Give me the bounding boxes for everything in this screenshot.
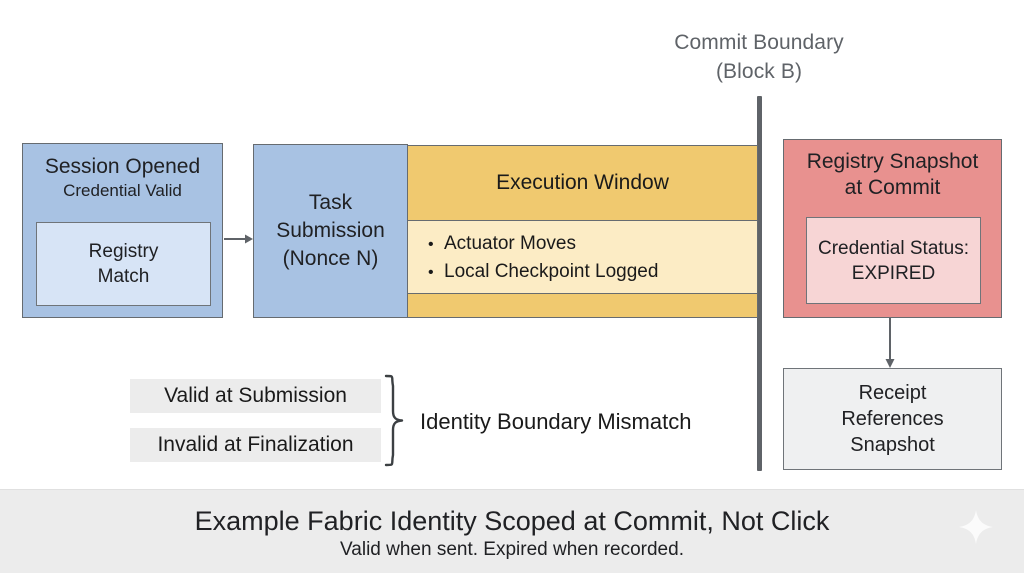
bullet-dot-icon: • bbox=[428, 236, 434, 253]
bullet-dot-icon: • bbox=[428, 264, 434, 281]
curly-brace-icon bbox=[384, 374, 404, 467]
receipt-line2: References bbox=[841, 408, 944, 430]
session-opened-title: Session Opened bbox=[44, 155, 201, 178]
execution-bullet-item: • Actuator Moves bbox=[428, 230, 757, 258]
receipt-line1: Receipt bbox=[858, 382, 927, 404]
execution-window-title: Execution Window bbox=[496, 171, 669, 194]
registry-snapshot-box: Registry Snapshot at Commit Credential S… bbox=[783, 139, 1002, 318]
registry-snapshot-title-line2: at Commit bbox=[844, 176, 941, 199]
commit-boundary-label-line2: (Block B) bbox=[715, 60, 803, 83]
execution-window-details: • Actuator Moves • Local Checkpoint Logg… bbox=[408, 220, 757, 294]
banner-title: Example Fabric Identity Scoped at Commit… bbox=[194, 506, 830, 536]
receipt-references-snapshot-box: Receipt References Snapshot bbox=[783, 368, 1002, 470]
registry-match-line2: Match bbox=[97, 266, 150, 287]
execution-window-box: Execution Window • Actuator Moves • Loca… bbox=[407, 145, 758, 318]
credential-status-label: Credential Status: bbox=[817, 237, 970, 259]
commit-boundary-label-line1: Commit Boundary bbox=[674, 31, 844, 54]
registry-snapshot-title-line1: Registry Snapshot bbox=[806, 150, 979, 173]
chip-valid-at-submission: Valid at Submission bbox=[130, 379, 381, 413]
session-opened-subtitle: Credential Valid bbox=[63, 181, 182, 200]
banner-subtitle: Valid when sent. Expired when recorded. bbox=[340, 539, 684, 560]
chip-invalid-at-finalization: Invalid at Finalization bbox=[130, 428, 381, 462]
task-submission-text: Task Submission (Nonce N) bbox=[276, 191, 385, 270]
credential-status-value: EXPIRED bbox=[851, 262, 936, 284]
sparkle-icon bbox=[959, 510, 993, 544]
execution-bullet-label: Local Checkpoint Logged bbox=[444, 261, 659, 282]
task-submission-box: Task Submission (Nonce N) bbox=[253, 144, 408, 318]
receipt-line3: Snapshot bbox=[850, 434, 935, 456]
identity-boundary-mismatch-label: Identity Boundary Mismatch bbox=[420, 409, 692, 434]
bottom-banner: Example Fabric Identity Scoped at Commit… bbox=[0, 489, 1024, 573]
commit-boundary-line bbox=[757, 96, 762, 471]
arrow-session-to-task-icon bbox=[224, 234, 253, 244]
execution-bullet-item: • Local Checkpoint Logged bbox=[428, 258, 757, 286]
registry-match-box: Registry Match bbox=[36, 222, 211, 306]
registry-snapshot-title: Registry Snapshot at Commit bbox=[793, 149, 992, 201]
arrow-snapshot-to-receipt-icon bbox=[885, 318, 895, 368]
commit-boundary-label: Commit Boundary (Block B) bbox=[628, 28, 890, 86]
session-opened-box: Session Opened Credential Valid Registry… bbox=[22, 143, 223, 318]
registry-match-line1: Registry bbox=[88, 241, 159, 262]
credential-status-box: Credential Status: EXPIRED bbox=[806, 217, 981, 304]
execution-bullet-label: Actuator Moves bbox=[444, 233, 576, 254]
